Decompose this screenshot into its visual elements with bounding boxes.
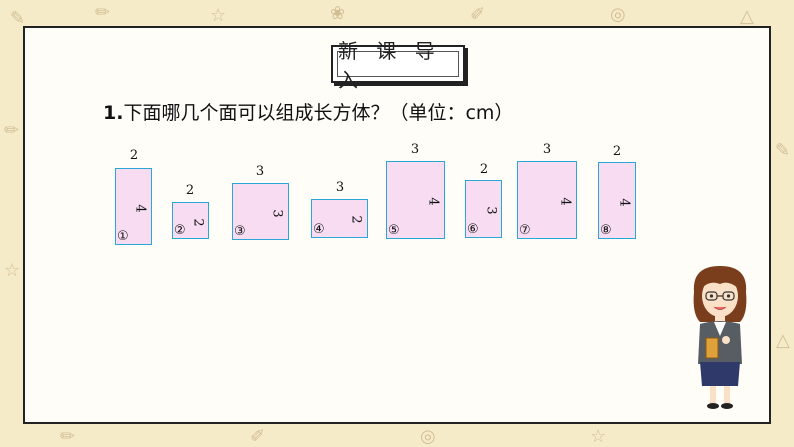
face-4-top-label: 3 bbox=[335, 180, 345, 195]
face-3-top-label: 3 bbox=[255, 164, 265, 179]
triangle-doodle-icon: △ bbox=[776, 330, 790, 351]
section-title: 新 课 导 入 bbox=[337, 39, 459, 92]
face-8: 4 ⑧ bbox=[598, 162, 636, 239]
face-7-number: ⑦ bbox=[519, 223, 531, 238]
book-doodle-icon: ✎ bbox=[10, 8, 26, 29]
face-4-side-label: 2 bbox=[348, 215, 364, 224]
face-5-side-label: 4 bbox=[425, 197, 441, 206]
globe-doodle-icon: ◎ bbox=[420, 426, 436, 447]
face-6: 3 ⑥ bbox=[465, 180, 502, 238]
face-3: 3 ③ bbox=[232, 183, 289, 240]
face-4: 2 ④ bbox=[311, 199, 368, 238]
face-5-top-label: 3 bbox=[410, 142, 420, 157]
question-number: 1. bbox=[103, 102, 124, 124]
face-8-side-label: 4 bbox=[616, 198, 632, 207]
pencil-doodle-icon: ✏ bbox=[4, 120, 20, 141]
face-7-top-label: 3 bbox=[542, 142, 552, 157]
globe-doodle-icon: ◎ bbox=[610, 4, 626, 25]
face-2-top-label: 2 bbox=[185, 183, 195, 198]
face-2-side-label: 2 bbox=[190, 218, 206, 227]
star-doodle-icon: ☆ bbox=[4, 260, 21, 281]
face-3-side-label: 3 bbox=[269, 209, 285, 218]
pencil-doodle-icon: ✏ bbox=[60, 426, 76, 447]
face-6-top-label: 2 bbox=[479, 162, 489, 177]
slide-panel: 新 课 导 入 1.下面哪几个面可以组成长方体？（单位：cm） 2 4 ① 2 … bbox=[23, 26, 771, 424]
face-8-number: ⑧ bbox=[600, 223, 612, 238]
face-5: 4 ⑤ bbox=[386, 161, 445, 239]
triangle-doodle-icon: △ bbox=[740, 6, 754, 27]
face-1-side-label: 4 bbox=[132, 204, 148, 213]
face-5-number: ⑤ bbox=[388, 223, 400, 238]
apple-doodle-icon: ❀ bbox=[330, 3, 346, 24]
face-1-top-label: 2 bbox=[129, 148, 139, 163]
face-2: 2 ② bbox=[172, 202, 209, 239]
face-8-top-label: 2 bbox=[612, 144, 622, 159]
teacher-illustration-icon bbox=[693, 266, 747, 409]
face-7-side-label: 4 bbox=[557, 197, 573, 206]
pencil-doodle-icon: ✏ bbox=[95, 2, 111, 23]
star-doodle-icon: ☆ bbox=[210, 5, 227, 26]
face-2-number: ② bbox=[174, 223, 186, 238]
face-6-number: ⑥ bbox=[467, 222, 479, 237]
face-6-side-label: 3 bbox=[483, 206, 499, 215]
star-doodle-icon: ☆ bbox=[590, 426, 607, 447]
face-1-number: ① bbox=[117, 229, 129, 244]
face-1: 4 ① bbox=[115, 168, 152, 245]
ruler-doodle-icon: ✐ bbox=[250, 426, 266, 447]
book-doodle-icon: ✎ bbox=[775, 140, 791, 161]
section-title-box: 新 课 导 入 bbox=[331, 39, 465, 92]
ruler-doodle-icon: ✐ bbox=[470, 4, 486, 25]
question-text: 1.下面哪几个面可以组成长方体？（单位：cm） bbox=[103, 98, 513, 125]
face-7: 4 ⑦ bbox=[517, 161, 577, 239]
face-3-number: ③ bbox=[234, 224, 246, 239]
question-body: 下面哪几个面可以组成长方体？（单位：cm） bbox=[123, 102, 514, 124]
face-4-number: ④ bbox=[313, 222, 325, 237]
